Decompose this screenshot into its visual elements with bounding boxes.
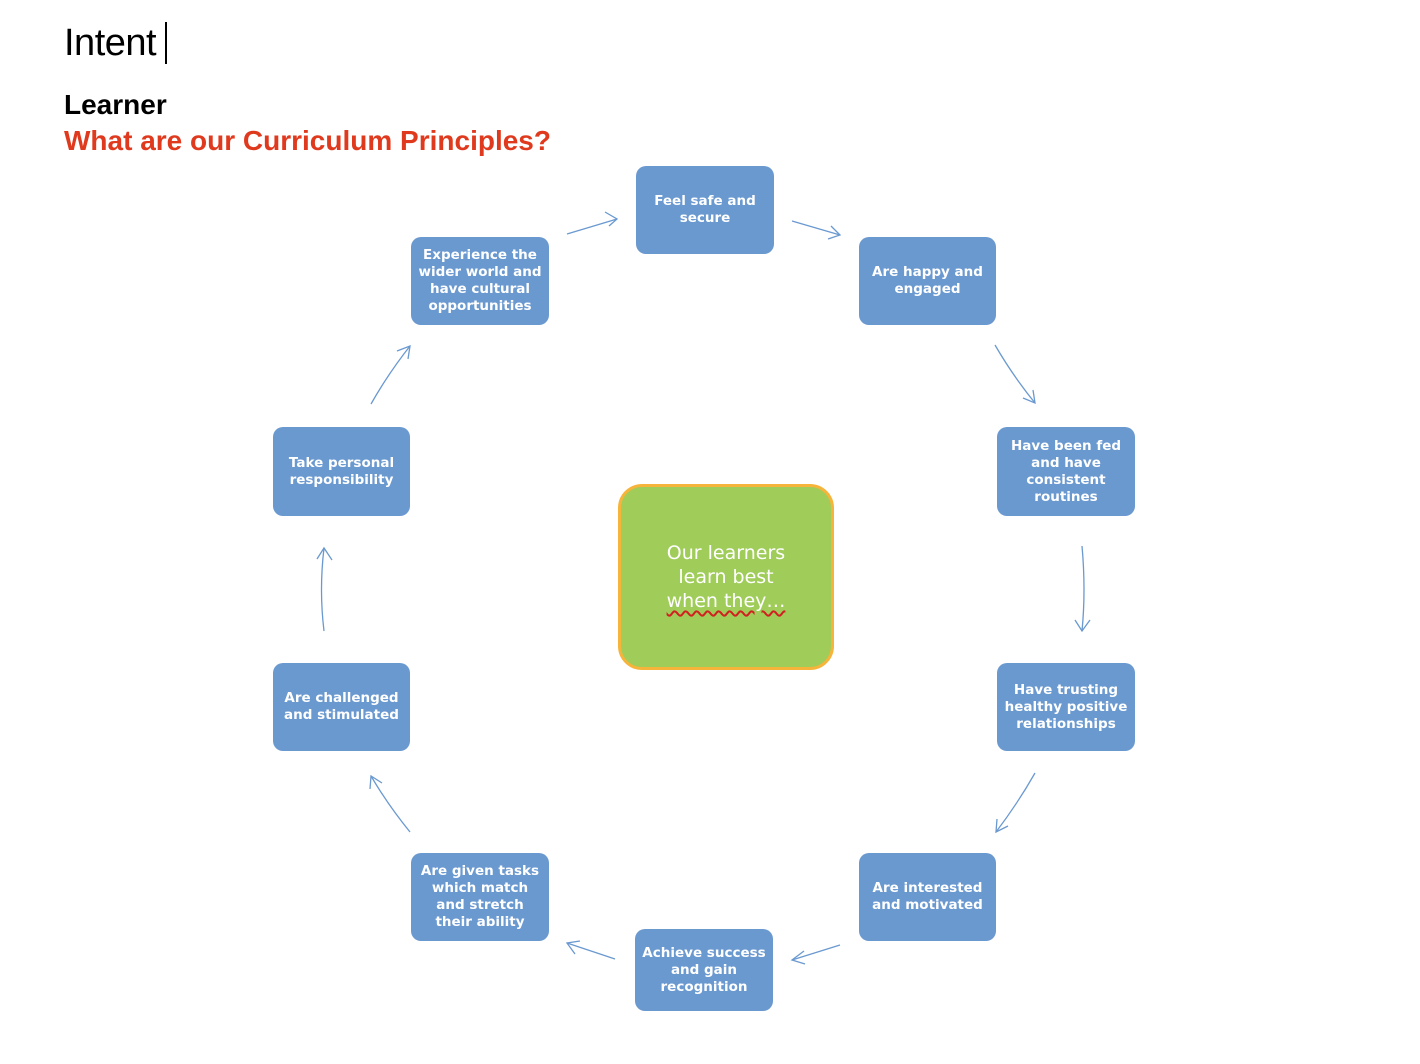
- node-interested-motivated: Are interested and motivated: [859, 853, 996, 941]
- center-node: Our learners learn best when they…: [618, 484, 834, 670]
- page-title: Intent: [64, 22, 157, 64]
- section-subtitle: Learner: [64, 89, 167, 120]
- node-personal-responsibility: Take personal responsibility: [273, 427, 410, 516]
- center-label-start: Our learners learn best: [666, 542, 786, 588]
- arrow-7: [565, 940, 616, 960]
- text-cursor: [165, 22, 167, 64]
- node-achieve-success: Achieve success and gain recognition: [635, 929, 773, 1011]
- arrow-8: [369, 774, 411, 833]
- node-given-tasks: Are given tasks which match and stretch …: [411, 853, 549, 941]
- node-challenged-stimulated: Are challenged and stimulated: [273, 663, 410, 751]
- arrow-3: [994, 344, 1036, 405]
- node-trusting-relationships: Have trusting healthy positive relations…: [997, 663, 1135, 751]
- node-fed-routines: Have been fed and have consistent routin…: [997, 427, 1135, 516]
- arrow-2: [791, 220, 842, 240]
- node-wider-world: Experience the wider world and have cult…: [411, 237, 549, 325]
- center-label: Our learners learn best when they…: [661, 541, 791, 613]
- arrow-6: [790, 944, 841, 965]
- arrow-9: [316, 546, 333, 632]
- arrow-10: [370, 344, 411, 405]
- arrow-5: [995, 772, 1036, 834]
- arrow-1: [566, 211, 619, 235]
- node-feel-safe: Feel safe and secure: [636, 166, 774, 254]
- center-label-end: when they…: [666, 590, 786, 612]
- section-question: What are our Curriculum Principles?: [64, 125, 551, 156]
- arrow-4: [1074, 545, 1091, 633]
- node-happy-engaged: Are happy and engaged: [859, 237, 996, 325]
